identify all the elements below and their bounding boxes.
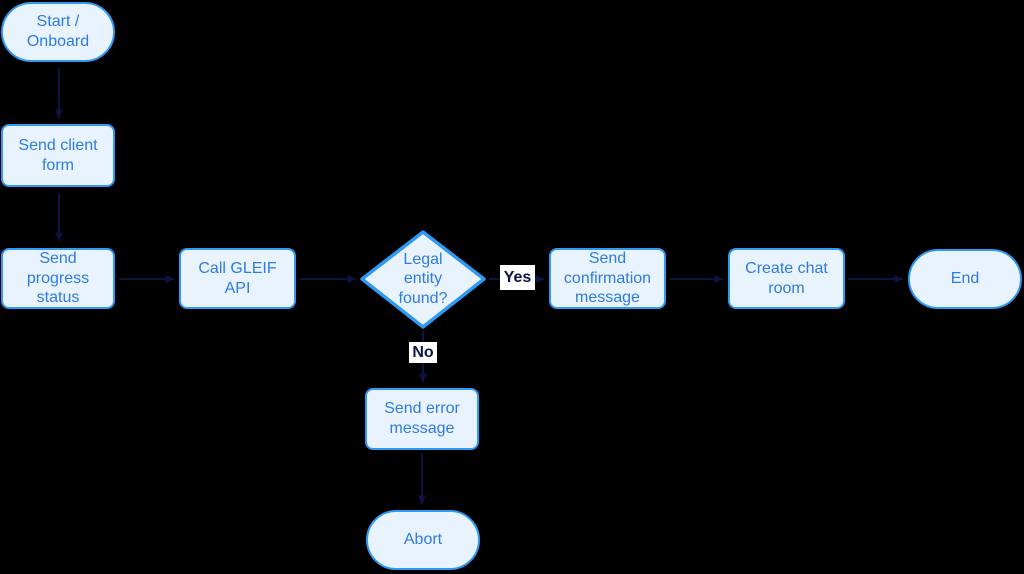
node-call-gleif-api: Call GLEIF API	[179, 248, 296, 309]
node-send-progress-status-label: Send progress status	[26, 250, 90, 307]
node-send-progress-status: Send progress status	[1, 248, 115, 309]
node-start: Start / Onboard	[1, 2, 115, 62]
node-create-chat-room-label: Create chat room	[745, 259, 828, 297]
node-end-label: End	[950, 270, 980, 288]
node-legal-entity-found: Legal entity found?	[363, 243, 483, 315]
node-start-label: Start / Onboard	[26, 13, 90, 50]
node-abort-label: Abort	[403, 531, 443, 549]
node-create-chat-room: Create chat room	[728, 248, 845, 309]
decision-diamond-shape	[360, 230, 486, 329]
edge-label-yes: Yes	[500, 265, 535, 290]
node-send-error-message-label: Send error message	[384, 400, 460, 437]
edge-label-no-text: No	[412, 343, 434, 361]
node-call-gleif-api-label: Call GLEIF API	[198, 259, 277, 297]
node-send-confirmation-message: Send confirmation message	[549, 248, 666, 309]
node-abort: Abort	[366, 510, 480, 570]
node-legal-entity-found-label: Legal entity found?	[398, 250, 448, 307]
edge-label-yes-text: Yes	[503, 268, 532, 286]
node-send-client-form: Send client form	[1, 124, 115, 187]
edge-label-no: No	[409, 342, 437, 363]
node-end: End	[908, 249, 1022, 309]
node-send-client-form-label: Send client form	[18, 136, 98, 174]
node-send-error-message: Send error message	[365, 388, 479, 450]
node-send-confirmation-message-label: Send confirmation message	[563, 250, 652, 307]
